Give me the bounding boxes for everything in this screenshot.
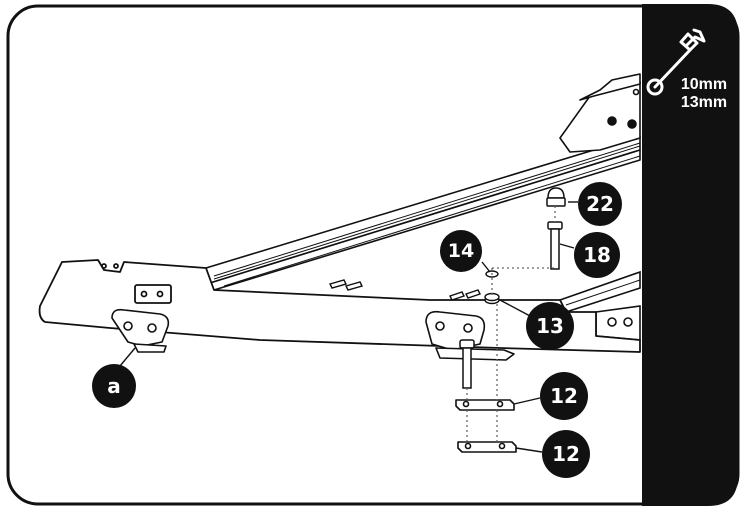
callout-18: 18 (574, 232, 620, 278)
callout-13: 13 (526, 302, 574, 350)
upper-bracket (559, 73, 641, 153)
callout-22: 22 (578, 182, 622, 226)
callout-12-upper: 12 (540, 372, 588, 420)
cap-nut-22 (546, 187, 566, 207)
callout-a: a (92, 364, 136, 408)
beam-bolts (328, 279, 481, 301)
callout-12-lower: 12 (542, 430, 590, 478)
left-mount-tab (111, 308, 170, 353)
wrench-icon (646, 28, 706, 96)
wrench-size-13mm: 13mm (680, 94, 728, 111)
alignment-lines (466, 206, 556, 442)
spacer-12-lower (457, 441, 517, 453)
wrench-size-10mm: 10mm (680, 76, 728, 93)
nut-13 (484, 292, 500, 305)
callout-14: 14 (440, 230, 482, 272)
main-beam (38, 259, 641, 353)
spacer-12-upper (455, 399, 515, 411)
callout-leaders (119, 201, 578, 453)
tool-sidebar (642, 4, 738, 506)
